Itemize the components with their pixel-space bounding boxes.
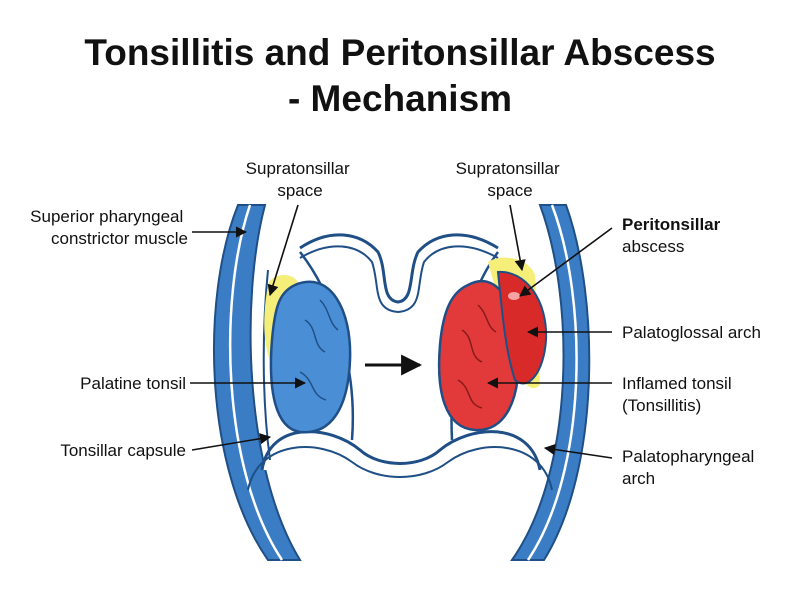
soft-palate xyxy=(299,233,499,304)
tongue-base xyxy=(260,430,542,471)
label-palatine-tonsil: Palatine tonsil xyxy=(80,374,186,393)
page-title: Tonsillitis and Peritonsillar Abscess - … xyxy=(0,30,800,122)
label-palatoglossal-arch: Palatoglossal arch xyxy=(622,323,761,342)
left-constrictor-muscle xyxy=(213,204,302,561)
title-line-1: Tonsillitis and Peritonsillar Abscess xyxy=(84,32,716,73)
label-inflamed-tonsil: Inflamed tonsil (Tonsillitis) xyxy=(622,374,736,415)
palatine-tonsil-left xyxy=(269,280,352,434)
label-constrictor-muscle: Superior pharyngeal constrictor muscle xyxy=(30,207,188,248)
label-palatopharyngeal-arch: Palatopharyngeal arch xyxy=(622,447,759,488)
label-supratonsillar-left: Supratonsillar space xyxy=(246,159,355,200)
title-line-2: - Mechanism xyxy=(287,78,513,119)
label-supratonsillar-right: Supratonsillar space xyxy=(456,159,565,200)
label-tonsillar-capsule: Tonsillar capsule xyxy=(60,441,186,460)
right-constrictor-muscle xyxy=(510,204,591,561)
label-peritonsillar-abscess: Peritonsillar abscess xyxy=(622,215,725,256)
